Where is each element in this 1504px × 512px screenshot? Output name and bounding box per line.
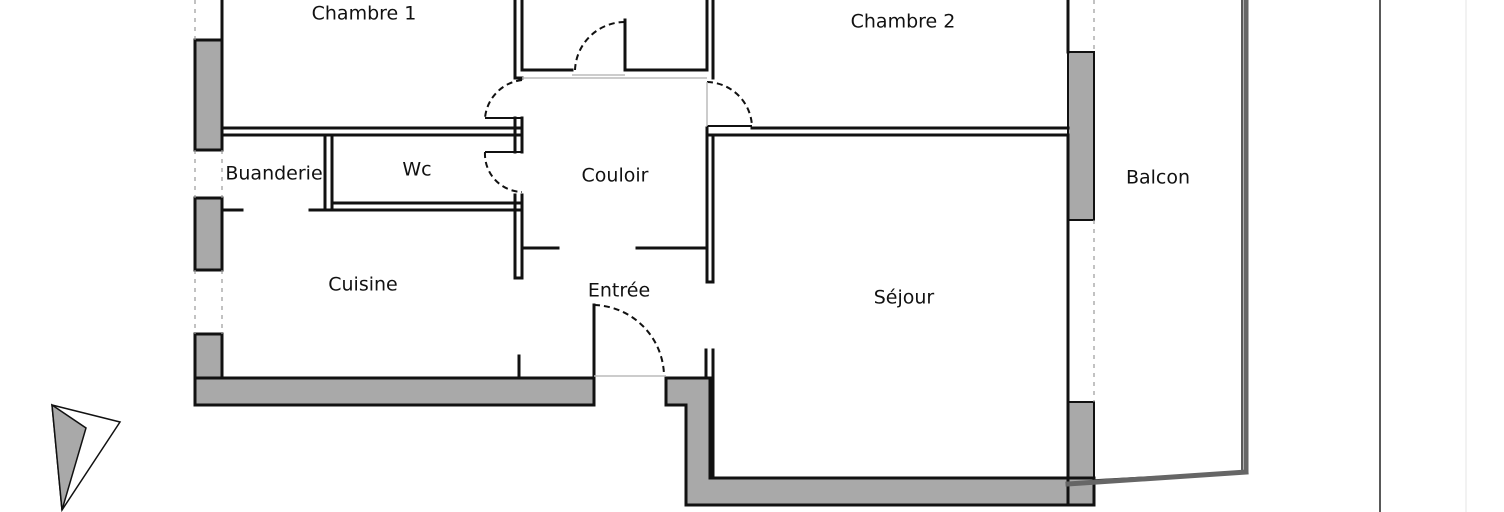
balcony-outline — [1093, 0, 1243, 481]
right-wall-lower — [1067, 401, 1095, 483]
closet-door-swing — [574, 20, 626, 71]
label-entree: Entrée — [588, 280, 650, 302]
label-wc: Wc — [402, 159, 431, 181]
living-bottom-wall — [664, 376, 1072, 507]
couloir-left-lower — [513, 193, 524, 280]
right-wall-upper — [1067, 51, 1095, 221]
left-wall-middle — [193, 196, 224, 272]
label-buanderie: Buanderie — [225, 163, 322, 185]
chambre1-door-swing — [484, 79, 523, 119]
entry-door-swing — [593, 304, 665, 376]
kitchen-bottom-wall — [193, 376, 596, 407]
label-cuisine: Cuisine — [328, 274, 398, 296]
chambre2-door-swing — [706, 81, 753, 129]
closet-right — [623, 0, 709, 72]
label-sejour: Séjour — [874, 287, 935, 309]
sejour-left-wall — [705, 126, 715, 284]
label-balcon: Balcon — [1126, 167, 1190, 189]
label-couloir: Couloir — [582, 165, 649, 187]
balcony-bottom-rail — [1065, 469, 1249, 487]
wc-door-swing — [483, 151, 523, 193]
left-wall-upper — [193, 38, 224, 152]
north-arrow-icon — [51, 403, 122, 512]
label-chambre2: Chambre 2 — [851, 11, 956, 33]
label-chambre1: Chambre 1 — [312, 3, 417, 25]
